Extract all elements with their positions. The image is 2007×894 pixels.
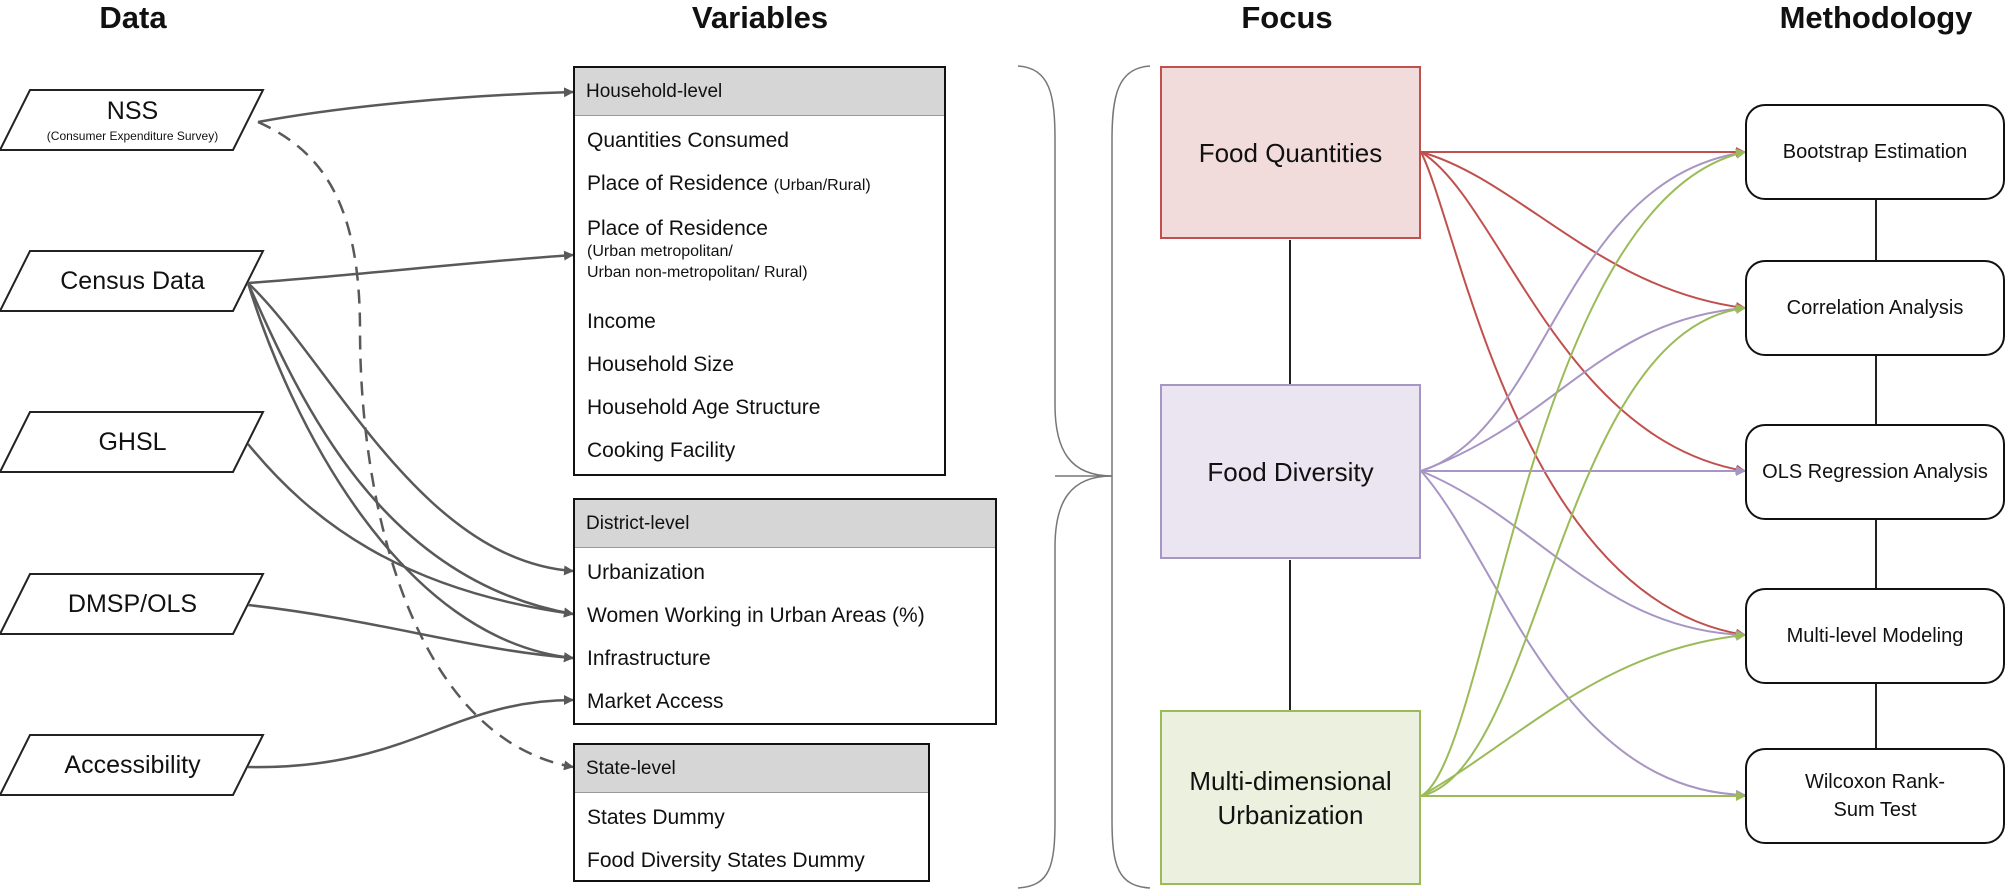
diversity-arrows	[1420, 148, 1746, 800]
focus-food-quantities: Food Quantities	[1160, 66, 1421, 239]
data-source-nss: NSS (Consumer Expenditure Survey)	[10, 90, 255, 150]
var-market-access: Market Access	[587, 690, 724, 713]
arrow-dmsp-infrastructure	[247, 603, 574, 663]
var-place-of-residence-1: Place of Residence (Urban/Rural)	[587, 172, 871, 195]
state-level-box: State-level States Dummy Food Diversity …	[573, 743, 930, 882]
quantities-arrows	[1420, 147, 1746, 639]
method-bootstrap: Bootstrap Estimation	[1745, 104, 2005, 200]
var-urbanization: Urbanization	[587, 561, 705, 584]
focus-food-diversity: Food Diversity	[1160, 384, 1421, 559]
method-ols-regression: OLS Regression Analysis	[1745, 424, 2005, 520]
nss-shape	[0, 89, 265, 151]
data-source-ghsl: GHSL	[10, 412, 255, 472]
district-level-title: District-level	[575, 500, 995, 548]
nss-label: NSS	[106, 97, 159, 125]
header-focus: Focus	[1241, 0, 1333, 35]
dmsp-label: DMSP/OLS	[67, 589, 198, 618]
arrow-access-market	[247, 695, 574, 769]
arrow-nss-state	[257, 120, 574, 771]
census-label: Census Data	[60, 266, 205, 295]
left-brace	[1111, 65, 1151, 889]
dmsp-shape	[0, 573, 265, 635]
data-source-census: Census Data	[10, 251, 255, 311]
header-methodology: Methodology	[1779, 0, 1973, 35]
arrow-census-women	[246, 282, 574, 618]
var-household-size: Household Size	[587, 353, 735, 376]
arrow-census-infrastructure	[246, 282, 574, 663]
var-infrastructure: Infrastructure	[587, 647, 711, 670]
data-source-dmsp: DMSP/OLS	[10, 574, 255, 634]
method-multilevel-modeling: Multi-level Modeling	[1745, 588, 2005, 684]
ghsl-shape	[0, 411, 265, 473]
braces	[1017, 65, 1151, 889]
method-wilcoxon: Wilcoxon Rank-Sum Test	[1745, 748, 2005, 844]
method-correlation: Correlation Analysis	[1745, 260, 2005, 356]
arrow-census-urbanization	[247, 282, 574, 576]
data-source-accessibility: Accessibility	[10, 735, 255, 795]
header-data: Data	[99, 0, 167, 35]
household-level-box: Household-level Quantities Consumed Plac…	[573, 66, 946, 476]
arrow-nss-household	[257, 87, 574, 124]
state-level-title: State-level	[575, 745, 928, 793]
var-income: Income	[587, 310, 656, 333]
urbanization-arrows	[1420, 149, 1746, 801]
var-states-dummy: States Dummy	[587, 806, 725, 829]
ghsl-label: GHSL	[98, 427, 167, 456]
access-shape	[0, 734, 265, 796]
nss-sublabel: (Consumer Expenditure Survey)	[46, 129, 219, 143]
district-level-box: District-level Urbanization Women Workin…	[573, 498, 997, 725]
var-quantities-consumed: Quantities Consumed	[587, 129, 789, 152]
var-household-age-structure: Household Age Structure	[587, 396, 821, 419]
data-arrows	[246, 87, 574, 771]
focus-multidimensional-urbanization: Multi-dimensional Urbanization	[1160, 710, 1421, 885]
var-women-working: Women Working in Urban Areas (%)	[587, 604, 925, 627]
header-variables: Variables	[691, 0, 829, 35]
var-place-of-residence-2: Place of Residence (Urban metropolitan/ …	[587, 217, 808, 281]
right-brace	[1017, 65, 1113, 889]
var-cooking-facility: Cooking Facility	[587, 439, 736, 462]
household-level-title: Household-level	[575, 68, 944, 116]
var-food-diversity-states-dummy: Food Diversity States Dummy	[587, 849, 865, 872]
arrow-ghsl-women	[247, 443, 574, 618]
census-shape	[0, 250, 265, 312]
data-source-shapes	[0, 89, 265, 796]
arrow-census-residence	[247, 250, 574, 285]
accessibility-label: Accessibility	[64, 750, 201, 779]
